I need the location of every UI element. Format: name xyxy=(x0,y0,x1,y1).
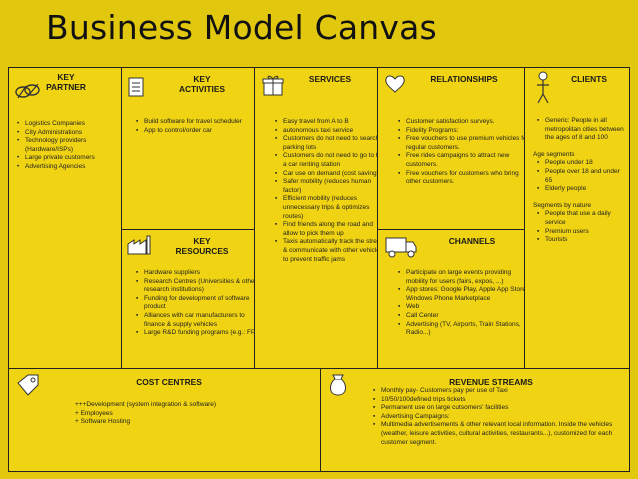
list-item: Hardware suppliers xyxy=(136,269,262,278)
revenue-list: Monthly pay- Customers pay per use of Ta… xyxy=(371,387,631,447)
list-item: Free vouchers to use premium vehicles fo… xyxy=(398,135,530,152)
money-bag-icon xyxy=(330,374,346,396)
relationships-header: RELATIONSHIPS xyxy=(430,74,498,84)
list-item: Efficient mobility (reduces unnecessary … xyxy=(275,195,385,221)
list-item: Call Center xyxy=(398,312,530,321)
clients-generic-list: Generic: People in all metropolitan citi… xyxy=(535,117,627,143)
factory-icon xyxy=(127,235,151,255)
list-item: Car use on demand (cost saving) xyxy=(275,170,385,179)
list-item: Customers do not need to go to the a car… xyxy=(275,152,385,169)
list-item: Web xyxy=(398,303,530,312)
list-item: App to control/order car xyxy=(136,127,254,136)
gift-icon xyxy=(262,75,284,96)
list-item: Monthly pay- Customers pay per use of Ta… xyxy=(373,387,631,396)
clients-header: CLIENTS xyxy=(571,74,607,84)
resources-header-line1: KEY xyxy=(193,236,211,246)
list-item: Large private customers xyxy=(17,154,129,163)
costs-header: COST CENTRES xyxy=(136,377,202,387)
list-item: Alliances with car manufacturers to fina… xyxy=(136,312,262,329)
list-item: Funding for development of software prod… xyxy=(136,295,262,312)
clients-section: CLIENTS Generic: People in all metropoli… xyxy=(524,67,630,369)
list-item: Premium users xyxy=(537,228,627,237)
list-item: Free rides campaigns to attract new cust… xyxy=(398,152,530,169)
truck-icon xyxy=(385,237,417,258)
list-item: Advertising Agencies xyxy=(17,163,129,172)
page-title: Business Model Canvas xyxy=(46,8,437,47)
nature-segments-label: Segments by nature xyxy=(533,201,592,209)
partner-header-line1: KEY xyxy=(57,72,75,82)
age-segments-label: Age segments xyxy=(533,150,575,158)
list-item: Logistics Companies xyxy=(17,120,129,129)
list-item: autonomous taxi service xyxy=(275,127,385,136)
list-item: Large R&D funding programs (e.g.: FP7) xyxy=(136,329,262,338)
heart-icon xyxy=(385,75,405,93)
list-item: Multimedia advertisements & other releva… xyxy=(373,421,631,447)
list-item: Research Centres (Universities & other r… xyxy=(136,278,262,295)
list-item: Technology providers (Hardware/ISPs) xyxy=(17,137,129,154)
partner-header-line2: PARTNER xyxy=(46,82,86,92)
cost-centres-section: COST CENTRES +++Development (system inte… xyxy=(8,368,321,472)
resources-header-line2: RESOURCES xyxy=(175,246,229,256)
list-item: Permanent use on large cutsomers' facili… xyxy=(373,404,631,413)
list-item: Tourists xyxy=(537,236,627,245)
partner-list: Logistics Companies City Administrations… xyxy=(15,120,129,172)
handshake-icon xyxy=(15,83,40,99)
activities-list: Build software for travel scheduler App … xyxy=(134,118,254,135)
services-section: SERVICES Easy travel from A to B autonom… xyxy=(254,67,385,369)
relationships-section: RELATIONSHIPS Customer satisfaction surv… xyxy=(377,67,529,230)
key-resources-section: KEY RESOURCES Hardware suppliers Researc… xyxy=(121,229,261,369)
checklist-icon xyxy=(128,77,144,97)
list-item: Elderly people xyxy=(537,185,627,194)
list-item: Participate on large events providing mo… xyxy=(398,269,530,286)
list-item: Advertising Campaigns: xyxy=(373,413,631,422)
list-item: People under 18 xyxy=(537,159,627,168)
list-item: City Administrations xyxy=(17,129,129,138)
services-list: Easy travel from A to B autonomous taxi … xyxy=(273,118,385,264)
list-item: Generic: People in all metropolitan citi… xyxy=(537,117,627,143)
list-item: People that use a daily service xyxy=(537,210,627,227)
list-item: Customer satisfaction surveys. xyxy=(398,118,530,127)
key-activities-section: KEY ACTIVITIES Build software for travel… xyxy=(121,67,255,230)
channels-section: CHANNELS Participate on large events pro… xyxy=(377,229,528,369)
list-item: Build software for travel scheduler xyxy=(136,118,254,127)
relationships-list: Customer satisfaction surveys. Fidelity … xyxy=(396,118,530,187)
cost-line: +++Development (system integration & sof… xyxy=(75,401,217,408)
clients-age-list: People under 18 People over 18 and under… xyxy=(535,159,627,193)
channels-header: CHANNELS xyxy=(448,236,496,246)
cost-tag-icon xyxy=(17,374,39,396)
person-icon xyxy=(537,71,549,104)
list-item: Customers do not need to search parking … xyxy=(275,135,385,152)
list-item: Free vouchers for customers who bring ot… xyxy=(398,170,530,187)
list-item: Taxis automatically track the street & c… xyxy=(275,238,385,264)
key-partner-section: KEY PARTNER Logistics Companies City Adm… xyxy=(8,67,122,369)
activities-header-line1: KEY xyxy=(193,74,211,84)
list-item: 10/50/100defined trips tickets xyxy=(373,396,631,405)
list-item: Safer mobility (reduces human factor) xyxy=(275,178,385,195)
clients-nature-list: People that use a daily service Premium … xyxy=(535,210,627,244)
list-item: App stores: Google Play, Apple App Store… xyxy=(398,286,530,303)
list-item: Easy travel from A to B xyxy=(275,118,385,127)
services-header: SERVICES xyxy=(308,74,352,84)
list-item: Advertising (TV, Airports, Train Station… xyxy=(398,321,530,338)
list-item: Fidelity Programs: xyxy=(398,127,530,136)
revenue-header: REVENUE STREAMS xyxy=(449,377,533,387)
list-item: Find friends along the road and allow to… xyxy=(275,221,385,238)
list-item: People over 18 and under 65 xyxy=(537,168,627,185)
cost-line: + Software Hosting xyxy=(75,418,131,426)
cost-line: + Employees xyxy=(75,409,113,417)
activities-header-line2: ACTIVITIES xyxy=(178,84,226,94)
resources-list: Hardware suppliers Research Centres (Uni… xyxy=(134,269,262,338)
channels-list: Participate on large events providing mo… xyxy=(396,269,530,338)
revenue-streams-section: REVENUE STREAMS Monthly pay- Customers p… xyxy=(320,368,630,472)
